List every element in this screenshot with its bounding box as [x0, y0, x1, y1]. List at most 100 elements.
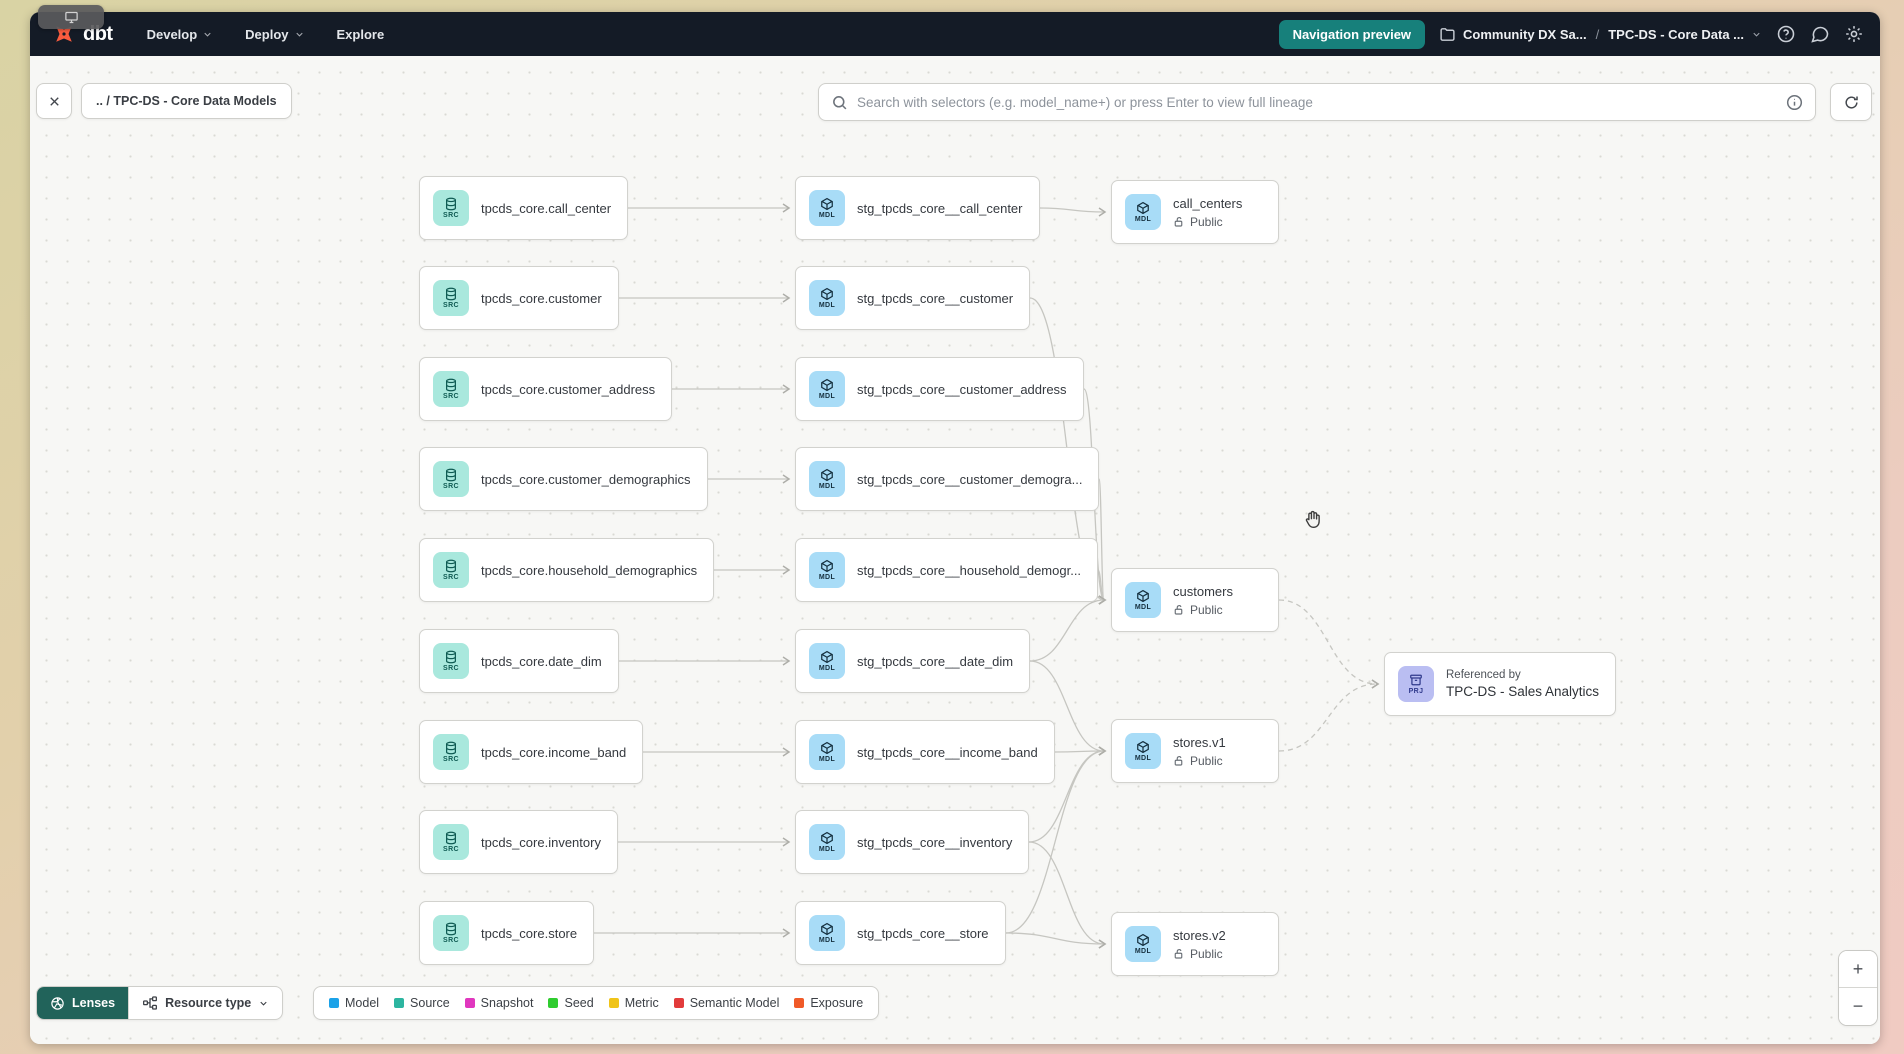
search-input[interactable]: [857, 94, 1777, 110]
chevron-down-icon: [260, 1001, 267, 1006]
cube-icon: MDL: [809, 461, 845, 497]
nav-menu-develop[interactable]: Develop: [147, 27, 214, 42]
legend-swatch: [329, 998, 339, 1008]
graph-node-stg_customer_demographics[interactable]: MDL stg_tpcds_core__customer_demogra...: [795, 447, 1100, 511]
zoom-out-button[interactable]: −: [1839, 988, 1877, 1025]
nav-menu-explore[interactable]: Explore: [337, 27, 385, 42]
database-icon: SRC: [433, 461, 469, 497]
node-label: stores.v2: [1173, 927, 1226, 943]
node-text: stg_tpcds_core__household_demogr...: [857, 563, 1081, 578]
legend-label: Model: [345, 996, 380, 1010]
node-label: stg_tpcds_core__call_center: [857, 200, 1023, 216]
edge-stg_date_dim-to-stores_v1: [1029, 660, 1105, 752]
lock-open-icon: [1173, 948, 1185, 960]
edge-arrowhead: [1098, 746, 1107, 756]
lenses-button[interactable]: Lenses: [37, 987, 129, 1019]
graph-node-stg_household_demographics[interactable]: MDL stg_tpcds_core__household_demogr...: [795, 538, 1099, 602]
navigation-preview-button[interactable]: Navigation preview: [1278, 19, 1426, 49]
cube-icon: MDL: [1125, 926, 1161, 962]
node-text: stg_tpcds_core__date_dim: [857, 654, 1013, 669]
node-text: tpcds_core.customer: [481, 291, 602, 306]
resource-type-label: Resource type: [165, 996, 252, 1010]
settings-gear-icon[interactable]: [1844, 24, 1864, 44]
node-label: TPC-DS - Sales Analytics: [1446, 684, 1600, 699]
feedback-chat-icon[interactable]: [1810, 24, 1830, 44]
info-icon[interactable]: [1785, 93, 1804, 112]
edge-stg_date_dim-to-customers: [1029, 599, 1105, 662]
node-label: stg_tpcds_core__customer: [857, 290, 1014, 306]
legend-swatch: [548, 998, 559, 1008]
node-label: stg_tpcds_core__income_band: [857, 744, 1038, 760]
resource-graph-icon: [143, 996, 158, 1010]
lineage-breadcrumb-label: .. / TPC-DS - Core Data Models: [96, 94, 277, 108]
edge-stg_customer_demographics-to-customers: [1098, 478, 1105, 601]
nav-menu-deploy-label: Deploy: [245, 26, 289, 42]
node-text: stg_tpcds_core__store: [857, 926, 989, 941]
edge-stg_inventory-to-stores_v2: [1028, 841, 1105, 945]
database-icon: SRC: [433, 552, 469, 588]
folder-icon: [1439, 26, 1456, 43]
edge-arrowhead: [782, 928, 791, 938]
node-text: stg_tpcds_core__customer_address: [857, 382, 1067, 397]
graph-node-src_income_band[interactable]: SRC tpcds_core.income_band: [419, 720, 644, 784]
node-text: stg_tpcds_core__customer_demogra...: [857, 472, 1082, 487]
cube-icon: MDL: [809, 552, 845, 588]
cube-icon: MDL: [809, 915, 845, 951]
node-label: tpcds_core.store: [481, 925, 578, 941]
breadcrumb-environment[interactable]: TPC-DS - Core Data ...: [1608, 26, 1744, 42]
close-lineage-button[interactable]: [36, 83, 72, 119]
nav-menu-deploy[interactable]: Deploy: [245, 27, 304, 42]
node-text: tpcds_core.income_band: [481, 745, 626, 760]
refresh-lineage-button[interactable]: [1830, 83, 1872, 121]
lock-open-icon: [1173, 755, 1185, 767]
legend-item-seed: Seed: [548, 996, 594, 1010]
legend-label: Exposure: [810, 996, 864, 1010]
legend-item-semantic-model: Semantic Model: [673, 996, 780, 1010]
cube-icon: MDL: [1125, 194, 1161, 230]
lineage-search-bar: [818, 83, 1816, 121]
lock-open-icon: [1173, 604, 1185, 616]
database-icon: SRC: [433, 734, 469, 770]
edge-customers-to-prj: [1278, 599, 1378, 685]
legend-label: Semantic Model: [689, 996, 780, 1010]
zoom-in-button[interactable]: +: [1839, 951, 1877, 988]
edge-arrowhead: [782, 293, 791, 303]
chevron-down-icon[interactable]: [1751, 29, 1762, 40]
breadcrumb-separator: /: [1595, 26, 1600, 42]
graph-node-stg_store[interactable]: MDL stg_tpcds_core__store: [795, 901, 1006, 965]
node-text: tpcds_core.inventory: [481, 835, 601, 850]
breadcrumb-project[interactable]: Community DX Sa...: [1463, 26, 1587, 42]
edge-arrowhead: [782, 203, 791, 213]
resource-type-dropdown[interactable]: Resource type: [128, 987, 282, 1019]
lineage-breadcrumb-chip[interactable]: .. / TPC-DS - Core Data Models: [81, 83, 292, 119]
edge-stores_v1-to-prj: [1278, 683, 1378, 752]
help-icon[interactable]: [1776, 24, 1796, 44]
screen-share-indicator-tab[interactable]: [38, 5, 104, 29]
database-icon: SRC: [433, 643, 469, 679]
legend-swatch: [394, 998, 405, 1008]
